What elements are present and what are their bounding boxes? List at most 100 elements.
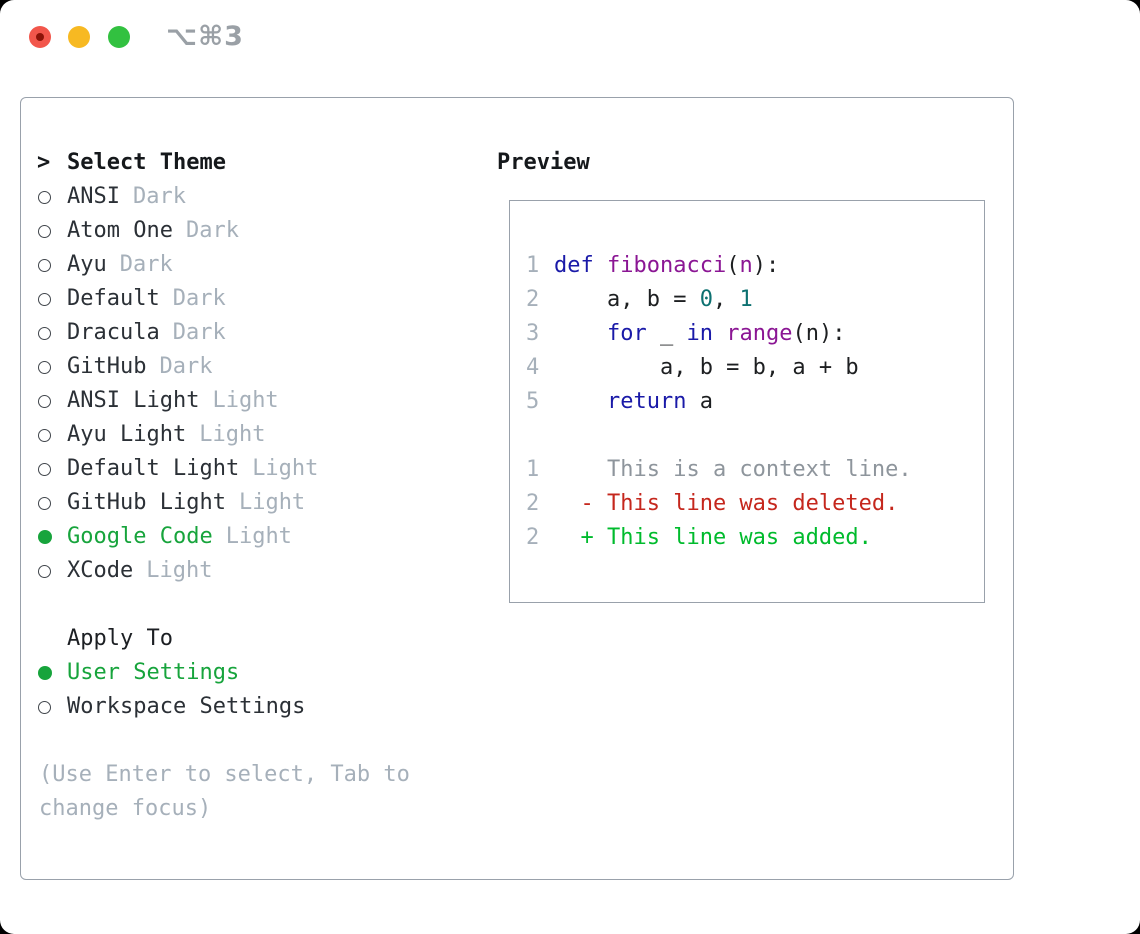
line-number: 2: [526, 491, 540, 516]
theme-option-github[interactable]: GitHub Dark: [37, 350, 410, 384]
line-number: 1: [526, 457, 540, 482]
radio-icon: [37, 428, 67, 442]
theme-name: GitHub: [67, 354, 147, 379]
theme-variant-tag: Light: [212, 388, 279, 413]
line-number: 2: [526, 287, 540, 312]
theme-variant-tag: Light: [199, 422, 266, 447]
theme-option-default[interactable]: Default Dark: [37, 282, 410, 316]
apply-option-label: Workspace Settings: [67, 694, 306, 719]
radio-icon: [37, 292, 67, 306]
theme-variant-tag: Dark: [119, 252, 173, 277]
theme-variant-tag: Dark: [172, 320, 226, 345]
help-text-line-1: (Use Enter to select, Tab to: [39, 762, 410, 787]
line-number: 4: [526, 355, 540, 380]
diff-text: - This line was deleted.: [554, 491, 899, 516]
diff-text: This is a context line.: [554, 457, 912, 482]
diff-text: + This line was added.: [554, 525, 872, 550]
code-text: a, b = 0, 1: [554, 287, 753, 312]
apply-option-user-settings[interactable]: User Settings: [37, 656, 410, 690]
apply-to-header: Apply To: [37, 622, 410, 656]
select-theme-header: > Select Theme: [37, 146, 410, 180]
theme-name: GitHub Light: [67, 490, 226, 515]
theme-option-dracula[interactable]: Dracula Dark: [37, 316, 410, 350]
code-line: 1 def fibonacci(n):: [526, 249, 984, 283]
theme-name: Default: [67, 286, 160, 311]
minimize-button[interactable]: [68, 26, 90, 48]
theme-option-github-light[interactable]: GitHub Light Light: [37, 486, 410, 520]
theme-name: XCode: [67, 558, 134, 583]
radio-icon: [37, 360, 67, 374]
radio-icon: [37, 190, 67, 204]
line-number: 3: [526, 321, 540, 346]
radio-icon: [37, 326, 67, 340]
radio-icon: [37, 564, 67, 578]
diff-preview: 1 This is a context line.2 - This line w…: [526, 453, 984, 555]
theme-option-ansi[interactable]: ANSI Dark: [37, 180, 410, 214]
theme-variant-tag: Dark: [172, 286, 226, 311]
theme-variant-tag: Dark: [185, 218, 239, 243]
zoom-button[interactable]: [108, 26, 130, 48]
code-text: for _ in range(n):: [606, 321, 846, 346]
theme-option-xcode[interactable]: XCode Light: [37, 554, 410, 588]
radio-icon: [37, 530, 67, 544]
line-number: 1: [526, 253, 540, 278]
theme-name: Atom One: [67, 218, 173, 243]
spacer: [37, 724, 410, 758]
prompt-icon: >: [37, 150, 51, 175]
radio-icon: [37, 462, 67, 476]
line-number: 5: [526, 389, 540, 414]
radio-icon: [37, 224, 67, 238]
close-button[interactable]: [29, 26, 51, 48]
line-number: 2: [526, 525, 540, 550]
code-text: def fibonacci(n):: [554, 253, 780, 278]
diff-line-ctx: 1 This is a context line.: [526, 453, 984, 487]
apply-option-workspace-settings[interactable]: Workspace Settings: [37, 690, 410, 724]
code-text: a, b = b, a + b: [554, 355, 859, 380]
code-line: 3 for _ in range(n):: [526, 317, 984, 351]
code-line: 5 return a: [526, 385, 984, 419]
apply-option-label: User Settings: [67, 660, 240, 685]
theme-variant-tag: Light: [252, 456, 319, 481]
titlebar: ⌥⌘3: [0, 0, 1140, 74]
window-shortcut-label: ⌥⌘3: [166, 21, 244, 52]
theme-name: Dracula: [67, 320, 160, 345]
theme-name: ANSI Light: [67, 388, 200, 413]
theme-variant-tag: Dark: [132, 184, 186, 209]
radio-icon: [37, 700, 67, 714]
code-line: 2 a, b = 0, 1: [526, 283, 984, 317]
theme-name: Google Code: [67, 524, 213, 549]
diff-line-add: 2 + This line was added.: [526, 521, 984, 555]
radio-icon: [37, 666, 67, 680]
theme-option-default-light[interactable]: Default Light Light: [37, 452, 410, 486]
theme-option-atom-one[interactable]: Atom One Dark: [37, 214, 410, 248]
theme-variant-tag: Light: [225, 524, 292, 549]
help-text-line-2: change focus): [39, 796, 212, 821]
code-line: 4 a, b = b, a + b: [526, 351, 984, 385]
spacer: [37, 588, 410, 622]
theme-name: ANSI: [67, 184, 120, 209]
radio-icon: [37, 394, 67, 408]
theme-name: Default Light: [67, 456, 240, 481]
radio-icon: [37, 258, 67, 272]
theme-variant-tag: Light: [146, 558, 213, 583]
select-theme-title: Select Theme: [67, 150, 226, 175]
theme-variant-tag: Light: [238, 490, 306, 515]
theme-option-google-code[interactable]: Google Code Light: [37, 520, 410, 554]
code-text: return a: [606, 389, 713, 414]
theme-variant-tag: Dark: [159, 354, 213, 379]
apply-to-title: Apply To: [67, 626, 173, 651]
preview-title: Preview: [497, 150, 590, 175]
diff-line-del: 2 - This line was deleted.: [526, 487, 984, 521]
spacer: [526, 419, 984, 453]
radio-icon: [37, 496, 67, 510]
theme-option-ansi-light[interactable]: ANSI Light Light: [37, 384, 410, 418]
